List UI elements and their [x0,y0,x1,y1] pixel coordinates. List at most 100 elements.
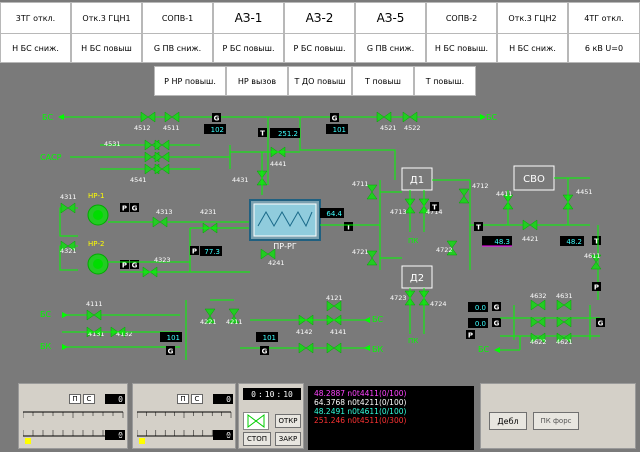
mode-p-button[interactable]: П [177,394,189,404]
pipe-label-bs_left: БС [42,113,53,122]
valve-label-v4131: 4131 [88,330,105,338]
valve-label-v4724: 4724 [430,300,447,308]
valve-v4241[interactable] [260,248,276,260]
valve-v4311[interactable] [60,202,76,214]
valve-label-v4451: 4451 [576,188,593,196]
valve-v4522[interactable] [402,111,418,123]
tag-t6 [592,236,601,245]
timer-seconds: 10 [283,389,293,399]
tag-text-p4: P [594,284,599,292]
pipe-label-sdsp: САСР [40,153,62,162]
pk-force-button[interactable]: ПК форс [533,412,579,430]
valve-label-v4723: 4723 [390,294,407,302]
valve-null[interactable] [326,342,342,354]
reading-box-r77 [200,246,222,256]
annunciator-row1-4: АЗ-2 [284,2,355,34]
tag-g1 [212,113,221,122]
valve-label-v4632: 4632 [530,292,547,300]
valve-label-v4522: 4522 [404,124,421,132]
reading-box-r251 [270,128,300,138]
tag-g7 [492,302,501,311]
annunciator-row2-3: Р БС повыш. [213,33,284,63]
reading-box-r48a [482,236,512,246]
valve-v4711[interactable] [366,184,378,200]
pump-rotor [93,259,103,269]
reading-box-r102 [204,124,226,134]
valve-v4221[interactable] [204,308,216,324]
valve-null[interactable] [530,316,546,328]
valve-v4321[interactable] [60,240,76,252]
command-panel: Дебл ПК форс [480,383,636,449]
tag-g2 [330,113,339,122]
vessel-d2[interactable] [401,265,433,289]
valve-v4512[interactable] [140,111,156,123]
valve-v4632[interactable] [530,299,546,311]
annunciator-row2-4: Р БС повыш. [284,33,355,63]
tag-text-t5: T [476,224,481,232]
valve-null[interactable] [154,163,170,175]
tag-g5 [166,346,175,355]
reading-r0a: 0.0 [475,304,486,312]
valve-v4712[interactable] [458,188,470,204]
annunciator-row3-0: Р НР повыш. [154,66,226,96]
valve-v4621[interactable] [556,332,572,344]
reading-r101c: 101 [263,334,276,342]
valve-v4111[interactable] [86,309,102,321]
mode-s-button[interactable]: С [83,394,95,404]
mode-p-button[interactable]: П [69,394,81,404]
pipe-line [59,207,78,237]
valve-null[interactable] [298,342,314,354]
event-log: 48.2887 n0t4411(0/100)64.3768 n0t4211(0/… [308,386,474,450]
pump-rotor [93,210,103,220]
valve-null[interactable] [154,139,170,151]
valve-null[interactable] [154,151,170,163]
flow-arrow [494,347,500,353]
mode-s-button[interactable]: С [191,394,203,404]
pr-rg-inner [253,203,317,237]
deblock-button[interactable]: Дебл [489,412,527,430]
valve-label-v4323: 4323 [154,256,171,264]
valve-v4721[interactable] [366,250,378,266]
valve-v4313[interactable] [152,216,168,228]
valve-v4722[interactable] [446,240,458,256]
valve-label-v4511: 4511 [163,124,180,132]
tag-text-p1: P [122,205,127,213]
annunciator-row3-3: Т повыш [352,66,414,96]
valve-v4511[interactable] [164,111,180,123]
valve-v4611[interactable] [590,254,602,270]
tag-text-g6: G [262,348,268,356]
reading-r0b: 0.0 [475,320,486,328]
valve-v4521[interactable] [376,111,392,123]
timer-separator: : [276,389,282,399]
valve-null[interactable] [556,316,572,328]
valve-v4622[interactable] [530,332,546,344]
annunciator-row1-1: Отк.3 ГЦН1 [71,2,142,34]
valve-label-v4142: 4142 [296,328,313,336]
valve-v4211[interactable] [228,308,240,324]
valve-label-v4721: 4721 [352,248,369,256]
annunciator-row1-5: АЗ-5 [355,2,426,34]
reading-box-r64 [320,208,344,218]
stop-button[interactable]: СТОП [243,432,271,446]
valve-label-v4541: 4541 [130,176,147,184]
valve-label-v4722: 4722 [436,246,453,254]
annunciator-row2-0: Н БС сниж. [0,33,71,63]
valve-label-v4712: 4712 [472,182,489,190]
flow-arrow [480,114,486,120]
pr-rg-label: ПР-РГ [273,242,297,251]
pump-label-nr1: НР-1 [88,192,104,200]
valve-label-v4311: 4311 [60,193,77,201]
valve-v4631[interactable] [556,299,572,311]
tag-t3 [344,222,353,231]
vessel-d1[interactable] [401,167,433,191]
scale-bars [137,411,232,444]
close-button[interactable]: ЗАКР [275,432,301,446]
tag-text-p3: P [192,248,197,256]
annunciator-row1-7: Отк.3 ГЦН2 [497,2,568,34]
open-button[interactable]: ОТКР [275,414,301,428]
tag-t1 [258,128,267,137]
valve-v4421[interactable] [522,219,538,231]
valve-v4121[interactable] [326,300,342,312]
